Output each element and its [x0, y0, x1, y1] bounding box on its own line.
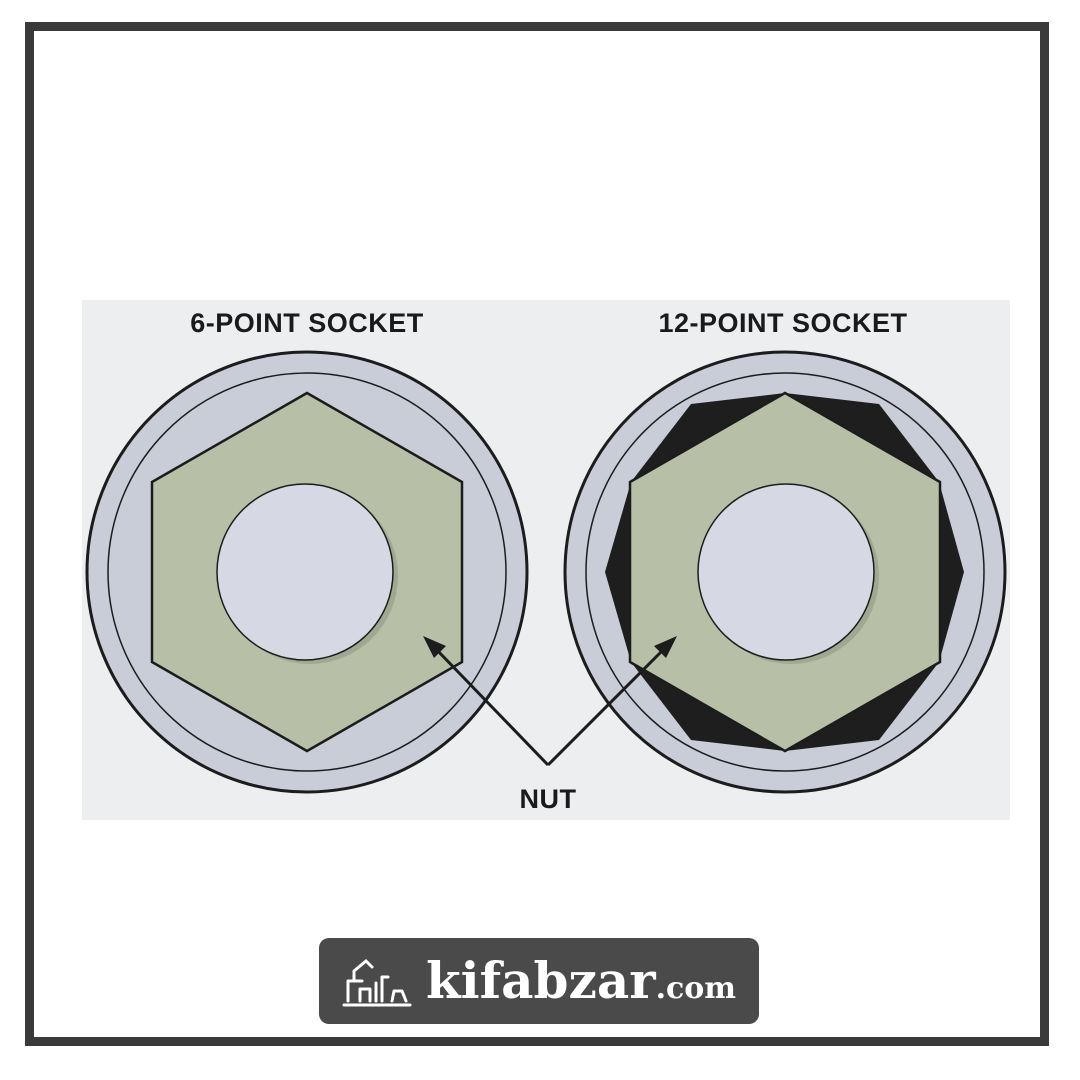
nut-arrow-left-line: [433, 646, 550, 767]
nut-arrow-right-head: [654, 636, 677, 658]
nut-label: NUT: [520, 784, 577, 814]
six-point-socket-label: 6-POINT SOCKET: [190, 308, 424, 338]
twelve-point-hole: [697, 483, 875, 661]
logo-name: kifabzar: [425, 951, 656, 1010]
six-point-socket-inner-ring: [107, 372, 507, 772]
six-point-hole: [216, 483, 394, 661]
twelve-point-socket-inner-ring: [585, 372, 985, 772]
nut-arrow-left-head: [423, 636, 446, 658]
twelve-point-socket-label: 12-POINT SOCKET: [658, 308, 907, 338]
toolbox-icon: [342, 959, 412, 1007]
kifabzar-logo: kifabzar.com: [319, 938, 759, 1024]
logo-tld: .com: [655, 971, 737, 1006]
nut-arrow-right-line: [546, 646, 667, 767]
six-point-socket: [85, 350, 529, 794]
nut-arrows: [433, 646, 667, 767]
logo-wordmark: kifabzar.com: [426, 956, 736, 1006]
twelve-point-socket: [563, 350, 1007, 794]
